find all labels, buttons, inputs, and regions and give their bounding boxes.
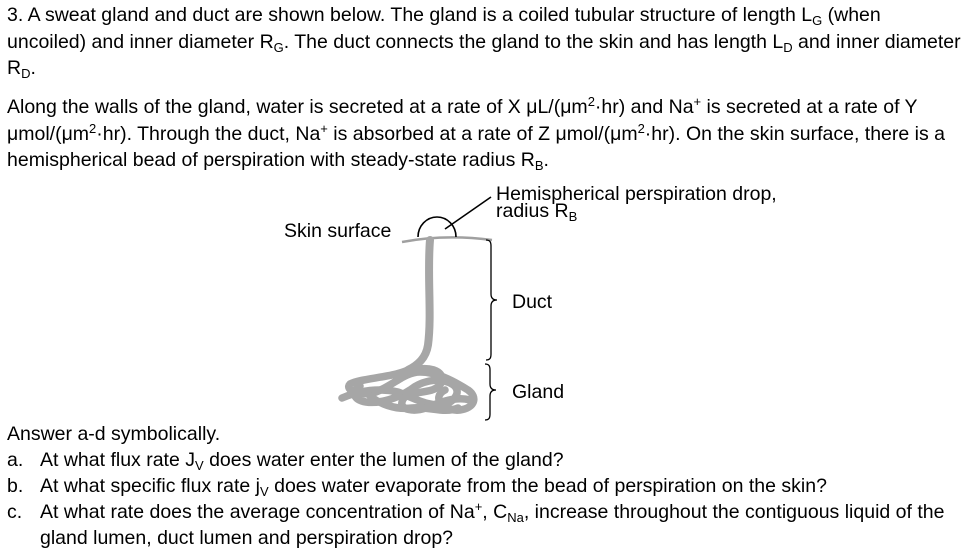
text-run: ·hr). On the skin surface, there is a he…: [7, 122, 945, 172]
text-run: does water enter the lumen of the gland?: [203, 449, 564, 471]
text-run: and inner diameter R: [7, 30, 961, 80]
subscript: V: [194, 458, 204, 473]
subscript: G: [273, 39, 284, 55]
text-run: does water evaporate from the bead of pe…: [268, 475, 827, 497]
question-b: b. At what specific flux rate jV does wat…: [7, 473, 965, 499]
text-run: ·hr) and Na: [594, 96, 694, 118]
superscript: +: [320, 120, 328, 136]
text-run: Along the walls of the gland, water is s…: [7, 96, 588, 118]
perspiration-drop-label: Hemispherical perspiration drop, radius …: [496, 183, 777, 223]
skin-surface-line: [401, 236, 493, 244]
superscript: +: [474, 499, 483, 514]
question-a: a. At what flux rate JV does water enter …: [7, 447, 965, 473]
text-run: is secreted at a rate of Y μmol/(μm: [7, 96, 918, 145]
questions-intro: Answer a-d symbolically.: [7, 423, 221, 445]
gland-label: Gland: [512, 381, 565, 403]
subscript: V: [260, 484, 269, 499]
question-letter: b.: [7, 475, 24, 497]
text-run: ·hr). Through the duct, Na: [96, 122, 321, 145]
subscript: B: [568, 209, 578, 224]
problem-intro-paragraph: 3. A sweat gland and duct are shown belo…: [7, 2, 965, 82]
drop-label-line1: Hemispherical perspiration drop,: [496, 183, 777, 205]
perspiration-drop: [417, 216, 457, 238]
text-run: At what specific flux rate j: [40, 475, 261, 497]
superscript: +: [693, 94, 702, 109]
text-run: (when uncoiled) and inner diameter R: [7, 4, 881, 53]
skin-surface-label: Skin surface: [284, 220, 392, 242]
problem-rates-paragraph: Along the walls of the gland, water is s…: [7, 94, 965, 174]
question-letter: c.: [7, 501, 23, 523]
drop-label-line2: radius RB: [496, 200, 777, 223]
questions-list: Answer a-d symbolically. a. At what flux …: [7, 421, 965, 551]
subscript: D: [783, 39, 793, 55]
text-run: .: [30, 57, 36, 79]
text-run: , increase throughout the contiguous liq…: [40, 501, 945, 549]
superscript: 2: [637, 120, 645, 136]
superscript: 2: [587, 94, 595, 109]
gland-coil: [338, 365, 478, 414]
drop-leader-line: [444, 196, 492, 230]
text-run: radius R: [496, 200, 569, 222]
question-c: c. At what rate does the average concentr…: [7, 499, 965, 551]
duct-tube: [404, 236, 434, 374]
text-run: At what rate does the average concentrat…: [40, 501, 475, 523]
text-run: .: [543, 149, 549, 171]
gland-bracket: [484, 363, 497, 421]
text-run: , C: [482, 501, 508, 523]
text-run: is absorbed at a rate of Z μmol/(μm: [327, 122, 638, 145]
subscript: B: [534, 158, 544, 173]
text-run: 3. A sweat gland and duct are shown belo…: [7, 4, 813, 26]
question-letter: a.: [7, 449, 24, 471]
subscript: D: [21, 66, 31, 81]
duct-label: Duct: [512, 291, 553, 313]
superscript: 2: [89, 120, 97, 136]
subscript: Na: [507, 510, 524, 525]
text-run: . The duct connects the gland to the ski…: [283, 30, 784, 53]
text-run: At what flux rate J: [40, 449, 195, 471]
subscript: G: [812, 13, 823, 28]
duct-bracket: [485, 239, 498, 361]
